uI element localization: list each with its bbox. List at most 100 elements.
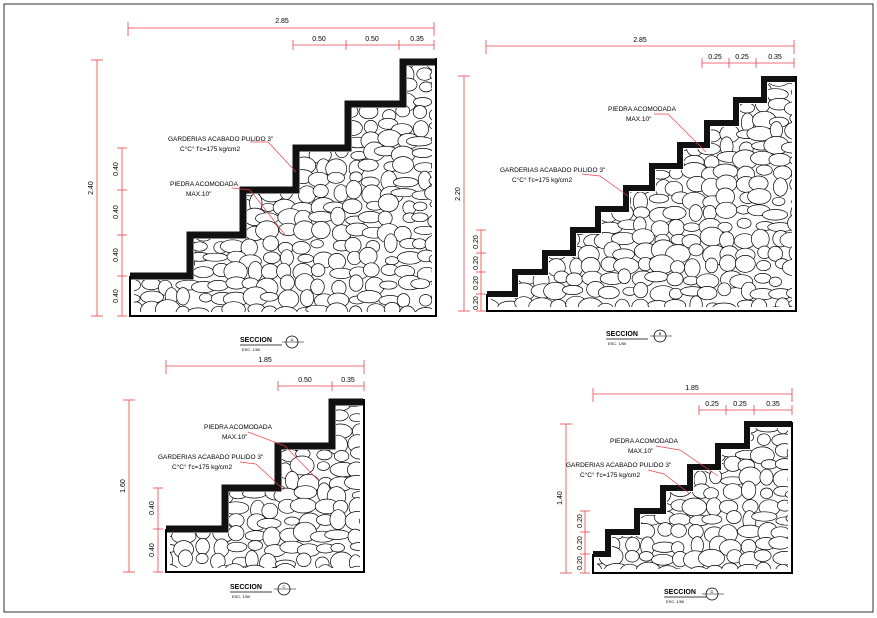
stone	[366, 303, 386, 312]
section-d-stair-curb	[593, 421, 792, 557]
section-d-title-text: SECCION	[664, 589, 696, 596]
stone	[350, 446, 360, 460]
stone	[144, 237, 166, 256]
stone	[697, 286, 718, 301]
stone	[631, 228, 655, 245]
stone	[529, 87, 550, 103]
stone	[772, 551, 788, 566]
stone	[513, 83, 530, 88]
stone	[145, 170, 160, 189]
section-b-letter: B	[659, 331, 662, 336]
stone	[199, 503, 215, 518]
stone	[722, 483, 743, 500]
stone	[527, 130, 552, 141]
stone	[616, 135, 636, 157]
stone	[741, 480, 757, 500]
stone	[255, 99, 280, 121]
stone	[734, 85, 749, 96]
stone	[334, 569, 349, 581]
stone	[134, 155, 144, 172]
stone	[638, 469, 653, 488]
stone	[632, 83, 649, 86]
stone	[362, 530, 387, 541]
stone	[594, 114, 621, 126]
stone	[491, 230, 500, 244]
stone	[533, 194, 552, 210]
section-c-dim-rise-2: 0.40	[149, 543, 156, 557]
stone	[600, 83, 615, 85]
stone	[583, 113, 607, 129]
stone	[413, 225, 432, 235]
section-c-stair-curb	[166, 398, 363, 533]
stone	[755, 561, 772, 569]
stone	[312, 406, 328, 413]
stone	[299, 410, 317, 427]
stone	[499, 309, 519, 328]
stone	[367, 489, 384, 501]
stone	[785, 512, 788, 524]
section-d-dim-rise-1: 0.20	[577, 514, 584, 528]
stone	[224, 406, 244, 409]
stone	[383, 302, 401, 312]
stone	[759, 468, 774, 486]
stone	[279, 321, 295, 333]
stone	[494, 216, 512, 235]
stone	[208, 68, 230, 83]
stone	[247, 303, 266, 312]
stone	[664, 299, 686, 307]
stone	[325, 302, 349, 312]
stone	[712, 302, 736, 307]
stone	[190, 160, 212, 170]
stone	[491, 125, 498, 141]
stone	[789, 155, 792, 166]
stone	[130, 315, 144, 334]
stone	[134, 88, 140, 106]
stone	[428, 252, 432, 266]
stone	[614, 129, 630, 140]
stone	[617, 513, 637, 524]
stone	[137, 95, 164, 106]
stone	[581, 102, 601, 112]
stone	[309, 66, 329, 69]
stone	[406, 136, 432, 147]
section-d-garderias-label: GARDERIAS ACABADO PULIDO 3"	[566, 462, 672, 469]
stone	[546, 233, 562, 246]
stone	[515, 141, 531, 157]
stone	[499, 191, 522, 206]
stone	[605, 428, 619, 437]
stone	[491, 152, 501, 166]
stone	[310, 263, 326, 277]
stone	[170, 420, 197, 441]
stone	[768, 536, 788, 550]
stone	[786, 443, 788, 463]
stone	[398, 318, 416, 328]
stone	[435, 142, 449, 160]
stone	[170, 478, 182, 491]
stone	[544, 311, 564, 322]
stone	[191, 406, 212, 412]
stone	[787, 214, 792, 232]
stone	[791, 196, 792, 207]
stone	[756, 260, 771, 272]
stone	[688, 204, 703, 222]
section-a-dim-part-1: 0.50	[312, 36, 326, 43]
stone	[584, 180, 606, 190]
stone	[436, 321, 450, 335]
stone	[383, 233, 398, 253]
stone	[428, 120, 432, 131]
stone	[263, 251, 281, 264]
stone	[431, 290, 432, 305]
stone	[204, 121, 228, 131]
section-d-scale: ESC. 1/50	[666, 599, 685, 604]
stone	[626, 428, 641, 434]
stone	[597, 516, 607, 528]
stone	[140, 196, 156, 212]
stone	[213, 187, 228, 204]
stone	[134, 77, 139, 94]
stone	[774, 297, 791, 307]
section-d-dim-total: 1.85	[685, 385, 699, 392]
stone	[617, 268, 631, 285]
stone	[274, 77, 300, 95]
stone	[666, 443, 691, 462]
stone	[365, 437, 379, 447]
